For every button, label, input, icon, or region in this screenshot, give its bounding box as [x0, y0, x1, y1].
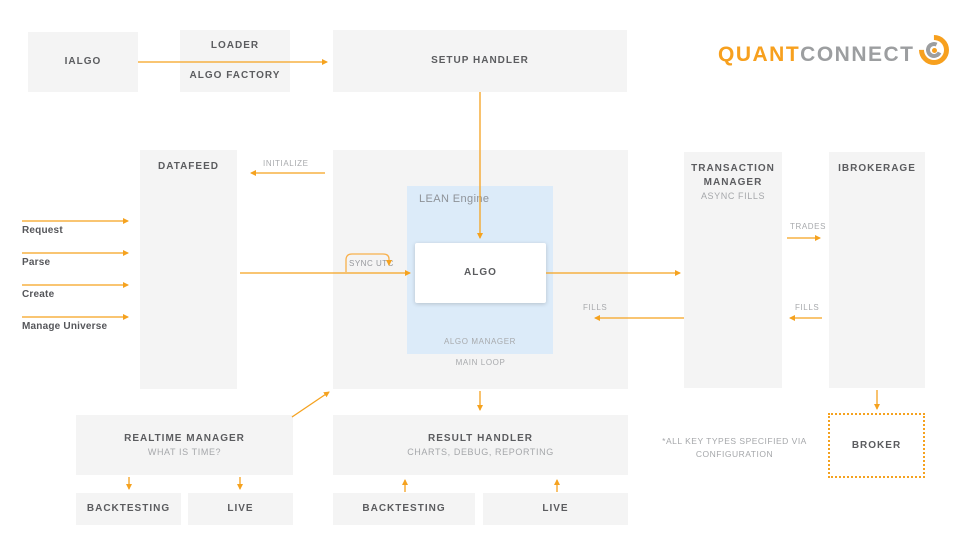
node-transaction-manager: TRANSACTION MANAGER ASYNC FILLS: [684, 152, 782, 388]
label-trades: TRADES: [790, 222, 827, 231]
node-loader-title: LOADER: [210, 40, 260, 51]
node-realtime-backtesting-title: BACKTESTING: [86, 503, 171, 514]
node-algo: ALGO: [415, 243, 546, 303]
node-result-handler-title: RESULT HANDLER: [428, 433, 533, 444]
swirl-center-dot: [931, 48, 937, 53]
node-transaction-manager-title1: TRANSACTION: [691, 163, 775, 174]
quantconnect-logo-text: QUANTCONNECT: [718, 40, 915, 70]
node-algo-title: ALGO: [464, 267, 497, 278]
label-parse: Parse: [22, 257, 51, 268]
logo-brand-secondary: CONNECT: [800, 43, 915, 66]
node-datafeed-title: DATAFEED: [158, 161, 219, 172]
logo-brand-primary: QUANT: [718, 43, 801, 66]
label-create: Create: [22, 289, 55, 300]
node-datafeed-inner: [140, 150, 237, 399]
node-ibrokerage: IBROKERAGE: [829, 152, 925, 388]
node-result-backtesting-title: BACKTESTING: [362, 503, 446, 514]
node-result-live-title: LIVE: [542, 503, 569, 514]
node-realtime-backtesting: BACKTESTING: [76, 493, 181, 525]
node-realtime-manager-subtitle: WHAT IS TIME?: [147, 447, 222, 457]
label-initialize: INITIALIZE: [263, 159, 309, 168]
node-transaction-manager-subtitle: ASYNC FILLS: [700, 191, 766, 201]
configuration-note-line1: *ALL KEY TYPES SPECIFIED VIA: [662, 436, 807, 446]
label-algo-manager: ALGO MANAGER: [443, 337, 517, 346]
node-loader-algo-factory: LOADER ALGO FACTORY: [180, 30, 290, 92]
label-request: Request: [22, 225, 63, 236]
label-fills-broker: FILLS: [795, 303, 820, 312]
label-sync-utc: SYNC UTC: [349, 259, 394, 268]
node-algo-factory-title: ALGO FACTORY: [189, 70, 281, 81]
node-realtime-live: LIVE: [188, 493, 293, 525]
node-realtime-manager: REALTIME MANAGER WHAT IS TIME?: [76, 415, 293, 475]
node-result-live: LIVE: [483, 493, 628, 525]
quantconnect-swirl-icon: [912, 28, 955, 72]
configuration-note-line2: CONFIGURATION: [695, 449, 774, 459]
node-broker-title: BROKER: [851, 439, 902, 451]
node-result-handler-subtitle: CHARTS, DEBUG, REPORTING: [407, 447, 554, 457]
label-manage-universe: Manage Universe: [22, 321, 108, 332]
node-setup-handler-title: SETUP HANDLER: [431, 55, 529, 66]
configuration-note: *ALL KEY TYPES SPECIFIED VIA CONFIGURATI…: [662, 435, 807, 461]
node-realtime-manager-title: REALTIME MANAGER: [124, 433, 245, 444]
lean-engine-title: LEAN Engine: [419, 193, 490, 205]
node-result-handler: RESULT HANDLER CHARTS, DEBUG, REPORTING: [333, 415, 628, 475]
node-transaction-manager-title2: MANAGER: [703, 177, 763, 188]
node-setup-handler: SETUP HANDLER: [333, 30, 627, 92]
node-datafeed: DATAFEED: [140, 150, 237, 389]
node-realtime-live-title: LIVE: [227, 503, 254, 514]
node-ialgo-title: IALGO: [64, 56, 102, 67]
quantconnect-logo: QUANTCONNECT: [718, 28, 955, 72]
arrow-realtime-to-main-loop: [291, 391, 330, 418]
label-fills-engine: FILLS: [583, 303, 608, 312]
node-result-backtesting: BACKTESTING: [333, 493, 475, 525]
label-main-loop: MAIN LOOP: [455, 358, 506, 367]
node-ibrokerage-title: IBROKERAGE: [838, 163, 916, 174]
node-broker: BROKER: [828, 413, 925, 478]
node-ialgo: IALGO: [28, 32, 138, 92]
